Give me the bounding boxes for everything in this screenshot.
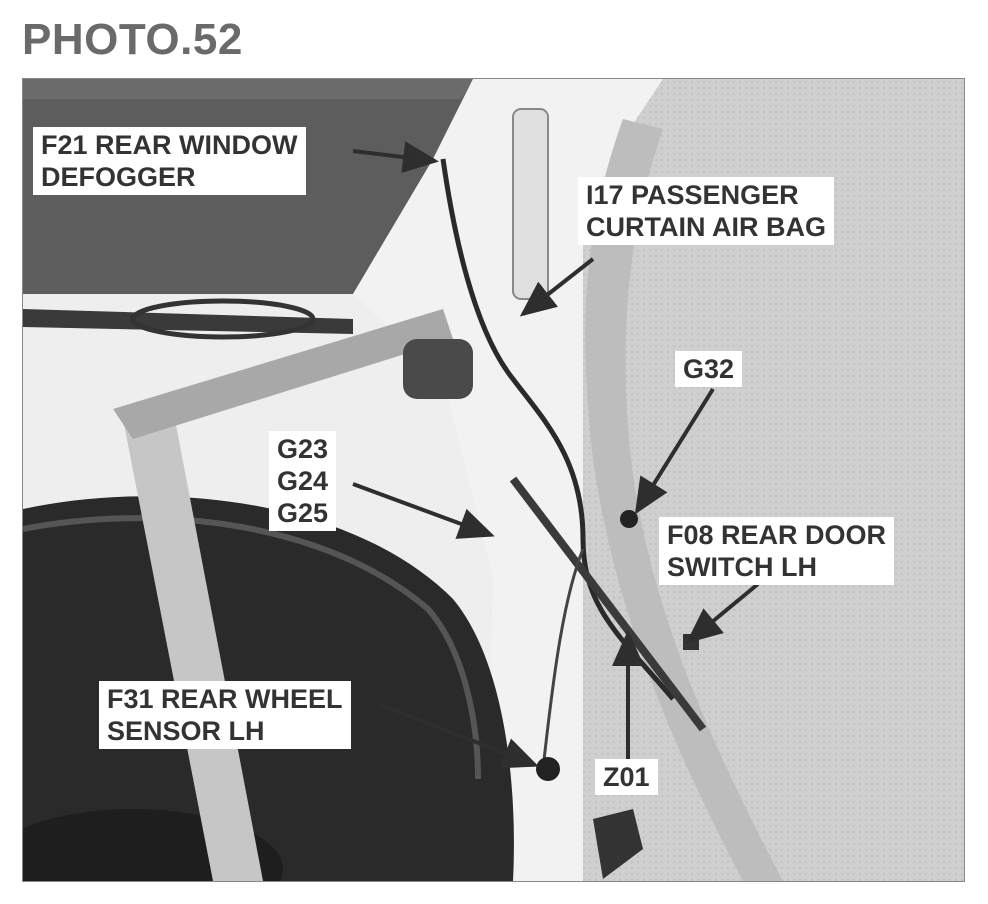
callout-g23-g24-g25: G23 G24 G25 bbox=[269, 431, 337, 531]
speaker-ring bbox=[130, 298, 316, 340]
arrow-defogger bbox=[352, 141, 439, 174]
belt-retractor bbox=[403, 339, 473, 399]
callout-airbag-line-2: CURTAIN AIR BAG bbox=[586, 212, 826, 242]
top-rail bbox=[23, 309, 353, 334]
callout-rear-door-switch: F08 REAR DOOR SWITCH LH bbox=[659, 517, 895, 585]
rear-window-top-band bbox=[23, 79, 473, 99]
callout-g32-line-1: G32 bbox=[683, 354, 735, 384]
callout-defogger-line-2: DEFOGGER bbox=[41, 162, 196, 192]
callout-rear-wheel-sensor: F31 REAR WHEEL SENSOR LH bbox=[99, 681, 351, 749]
callout-wheel-sensor-line-1: F31 REAR WHEEL bbox=[107, 684, 343, 714]
wheel-arch-edge bbox=[23, 515, 481, 780]
callout-defogger-line-1: F21 REAR WINDOW bbox=[41, 130, 298, 160]
arrow-wheel-sensor bbox=[377, 702, 539, 769]
callout-wheel-sensor-line-2: SENSOR LH bbox=[107, 716, 265, 746]
ground-g32-point bbox=[620, 510, 638, 528]
arrow-door-switch bbox=[685, 582, 760, 644]
callout-rear-window-defogger: F21 REAR WINDOW DEFOGGER bbox=[33, 127, 306, 195]
arrow-g32 bbox=[634, 387, 715, 515]
callout-airbag-line-1: I17 PASSENGER bbox=[586, 180, 799, 210]
wheel-sensor-connector bbox=[536, 757, 560, 781]
c-pillar bbox=[353, 79, 663, 881]
callout-door-switch-line-1: F08 REAR DOOR bbox=[667, 520, 887, 550]
wheel-sensor-wire bbox=[541, 548, 585, 770]
callout-curtain-air-bag: I17 PASSENGER CURTAIN AIR BAG bbox=[578, 177, 834, 245]
callout-g24: G24 bbox=[277, 466, 329, 496]
curtain-airbag-module bbox=[512, 108, 549, 300]
callout-z01: Z01 bbox=[595, 759, 658, 795]
callout-door-switch-line-2: SWITCH LH bbox=[667, 552, 817, 582]
callout-g32: G32 bbox=[675, 351, 743, 387]
door-switch-harness bbox=[509, 476, 707, 732]
arrow-g23-g25 bbox=[352, 482, 495, 539]
latch-bracket bbox=[593, 809, 643, 879]
wiring-harness bbox=[440, 158, 675, 701]
callout-g23: G23 bbox=[277, 434, 329, 464]
seat-belt-strap bbox=[123, 409, 263, 881]
callout-g25: G25 bbox=[277, 498, 329, 528]
seat-belt-upper bbox=[113, 309, 453, 439]
vehicle-interior-photo: F21 REAR WINDOW DEFOGGER I17 PASSENGER C… bbox=[22, 78, 965, 882]
arrow-airbag bbox=[519, 257, 595, 317]
callout-z01-line-1: Z01 bbox=[603, 762, 650, 792]
page-title: PHOTO.52 bbox=[22, 15, 243, 64]
